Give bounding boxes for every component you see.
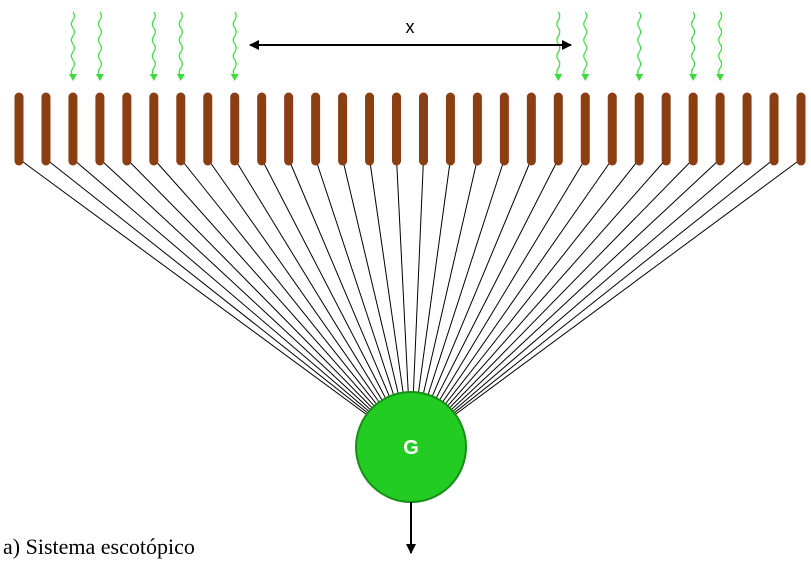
connection-line bbox=[180, 158, 381, 410]
connection-line bbox=[369, 158, 405, 399]
connection-line bbox=[432, 158, 559, 404]
photon-arrowhead bbox=[68, 74, 77, 81]
photon-wave bbox=[97, 11, 102, 77]
connection-line bbox=[421, 158, 478, 400]
photon-arrowhead bbox=[689, 74, 698, 81]
connection-line bbox=[72, 158, 374, 416]
connection-line bbox=[261, 158, 389, 404]
photon-wave bbox=[232, 11, 237, 77]
connection-line bbox=[441, 158, 640, 410]
ganglion-cell: G bbox=[355, 391, 467, 503]
connection-line bbox=[429, 158, 532, 403]
photon-arrowhead bbox=[581, 74, 590, 81]
distance-measure: x bbox=[249, 17, 572, 50]
photon-arrows bbox=[68, 11, 725, 81]
connection-line bbox=[18, 158, 372, 419]
photon-wave bbox=[178, 11, 183, 77]
connection-line bbox=[342, 158, 401, 400]
connection-line bbox=[412, 158, 424, 399]
connection-line bbox=[438, 158, 613, 408]
photon-wave bbox=[70, 11, 76, 77]
connection-line bbox=[288, 158, 393, 403]
connection-line bbox=[450, 158, 802, 419]
photon-arrowhead bbox=[176, 74, 185, 81]
connection-line bbox=[315, 158, 396, 401]
photon-wave bbox=[637, 11, 642, 77]
photon-arrowhead bbox=[230, 74, 239, 81]
connection-lines bbox=[18, 158, 802, 419]
connection-line bbox=[446, 158, 721, 415]
distance-label: x bbox=[406, 17, 415, 37]
connection-line bbox=[425, 158, 505, 401]
connection-line bbox=[436, 158, 586, 406]
photon-arrowhead bbox=[716, 74, 725, 81]
connection-line bbox=[99, 158, 376, 415]
photon-wave bbox=[151, 11, 156, 77]
ganglion-label: G bbox=[403, 437, 419, 459]
connection-line bbox=[126, 158, 377, 413]
photon-wave bbox=[718, 11, 723, 77]
photon-arrowhead bbox=[635, 74, 644, 81]
caption: a) Sistema escotópico bbox=[3, 534, 195, 559]
connection-line bbox=[445, 158, 694, 413]
connection-line bbox=[234, 158, 386, 406]
photon-arrowhead bbox=[95, 74, 104, 81]
connection-line bbox=[449, 158, 775, 418]
photon-arrowhead bbox=[554, 74, 563, 81]
photon-arrowhead bbox=[149, 74, 158, 81]
connection-line bbox=[153, 158, 379, 411]
connection-line bbox=[447, 158, 748, 416]
connection-line bbox=[443, 158, 667, 411]
photon-wave bbox=[691, 11, 696, 77]
connection-line bbox=[396, 158, 410, 399]
connection-line bbox=[417, 158, 451, 399]
connection-line bbox=[45, 158, 373, 418]
rod-row bbox=[14, 92, 806, 166]
photon-wave bbox=[583, 11, 588, 77]
connection-line bbox=[207, 158, 384, 408]
